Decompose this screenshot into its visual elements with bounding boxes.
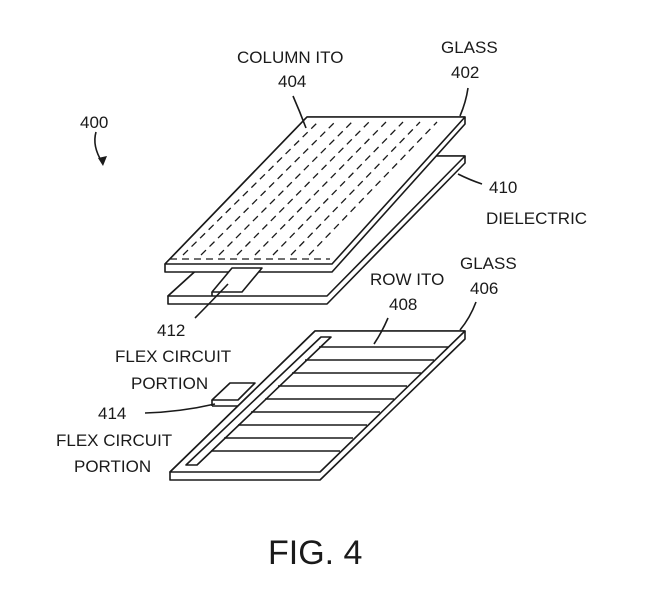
label-column-ito: COLUMN ITO — [237, 48, 343, 67]
label-402: 402 — [451, 63, 479, 82]
label-412-line1: FLEX CIRCUIT — [115, 347, 231, 366]
leader-402 — [459, 87, 469, 117]
label-414: 414 — [98, 404, 126, 423]
labels: 400 COLUMN ITO 404 GLASS 402 410 DIELECT… — [56, 38, 587, 572]
leader-404 — [292, 95, 307, 129]
label-row-ito: ROW ITO — [370, 270, 444, 289]
label-410: 410 — [489, 178, 517, 197]
label-412-line2: PORTION — [131, 374, 208, 393]
row-ito-electrodes — [211, 346, 448, 452]
label-glass-top: GLASS — [441, 38, 498, 57]
arrow-400-head — [98, 156, 107, 166]
label-glass-bottom: GLASS — [460, 254, 517, 273]
leader-406 — [459, 301, 477, 331]
leader-414 — [144, 403, 216, 414]
label-406: 406 — [470, 279, 498, 298]
leader-410 — [457, 173, 483, 185]
label-414-line2: PORTION — [74, 457, 151, 476]
label-dielectric: DIELECTRIC — [486, 209, 587, 228]
label-400: 400 — [80, 113, 108, 132]
figure-caption: FIG. 4 — [268, 534, 362, 572]
label-404: 404 — [278, 72, 306, 91]
label-414-line1: FLEX CIRCUIT — [56, 431, 172, 450]
leader-408 — [373, 317, 389, 345]
leader-412 — [194, 283, 229, 319]
leader-lines — [94, 87, 483, 414]
column-ito-electrodes — [182, 121, 438, 256]
bottom-glass-layer — [169, 330, 466, 481]
label-408: 408 — [389, 295, 417, 314]
label-412: 412 — [157, 321, 185, 340]
